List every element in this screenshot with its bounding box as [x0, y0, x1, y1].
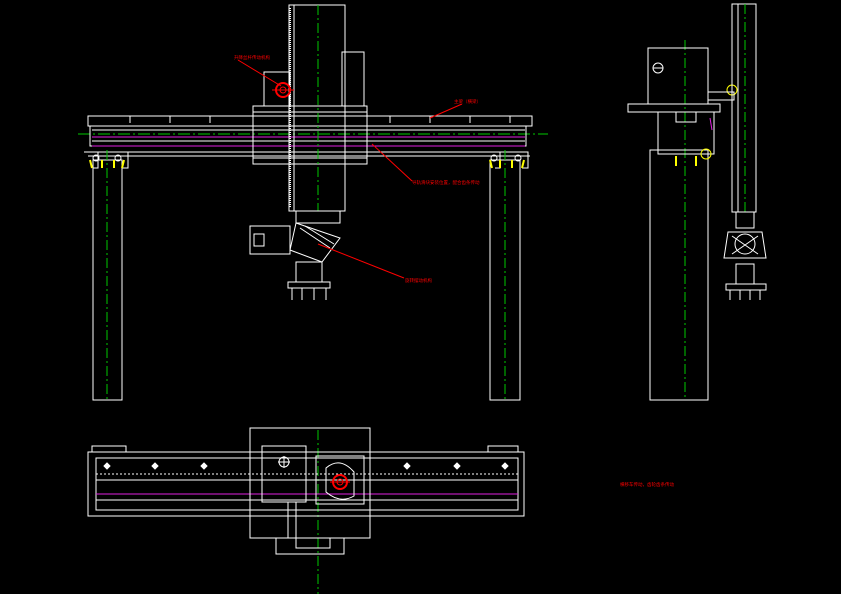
annotation-plan-view: 横移车传动，齿轮齿条传动	[620, 481, 674, 488]
annotations: 升降丝杆传动机构 主梁（横梁） 导轨滑块安装位置，配合齿条传动 旋转摆动机构 横…	[234, 54, 674, 488]
cross-beam	[87, 115, 533, 157]
carriage-block	[252, 51, 368, 165]
front-drive-motor-marker	[272, 82, 294, 98]
annotation-upper-left: 升降丝杆传动机构	[234, 54, 270, 61]
annotation-middle: 导轨滑块安装位置，配合齿条传动	[412, 179, 480, 186]
swivel-gripper-assembly	[249, 222, 341, 300]
right-column	[484, 150, 529, 401]
annotation-upper-right: 主梁（横梁）	[454, 98, 481, 105]
annotation-lower: 旋转摆动机构	[405, 277, 432, 284]
plan-view	[87, 427, 525, 594]
side-elevation-view	[627, 3, 767, 401]
front-elevation-view	[78, 4, 548, 401]
vertical-ram	[288, 4, 346, 224]
left-column	[84, 150, 129, 401]
front-leader-lines	[237, 59, 463, 279]
